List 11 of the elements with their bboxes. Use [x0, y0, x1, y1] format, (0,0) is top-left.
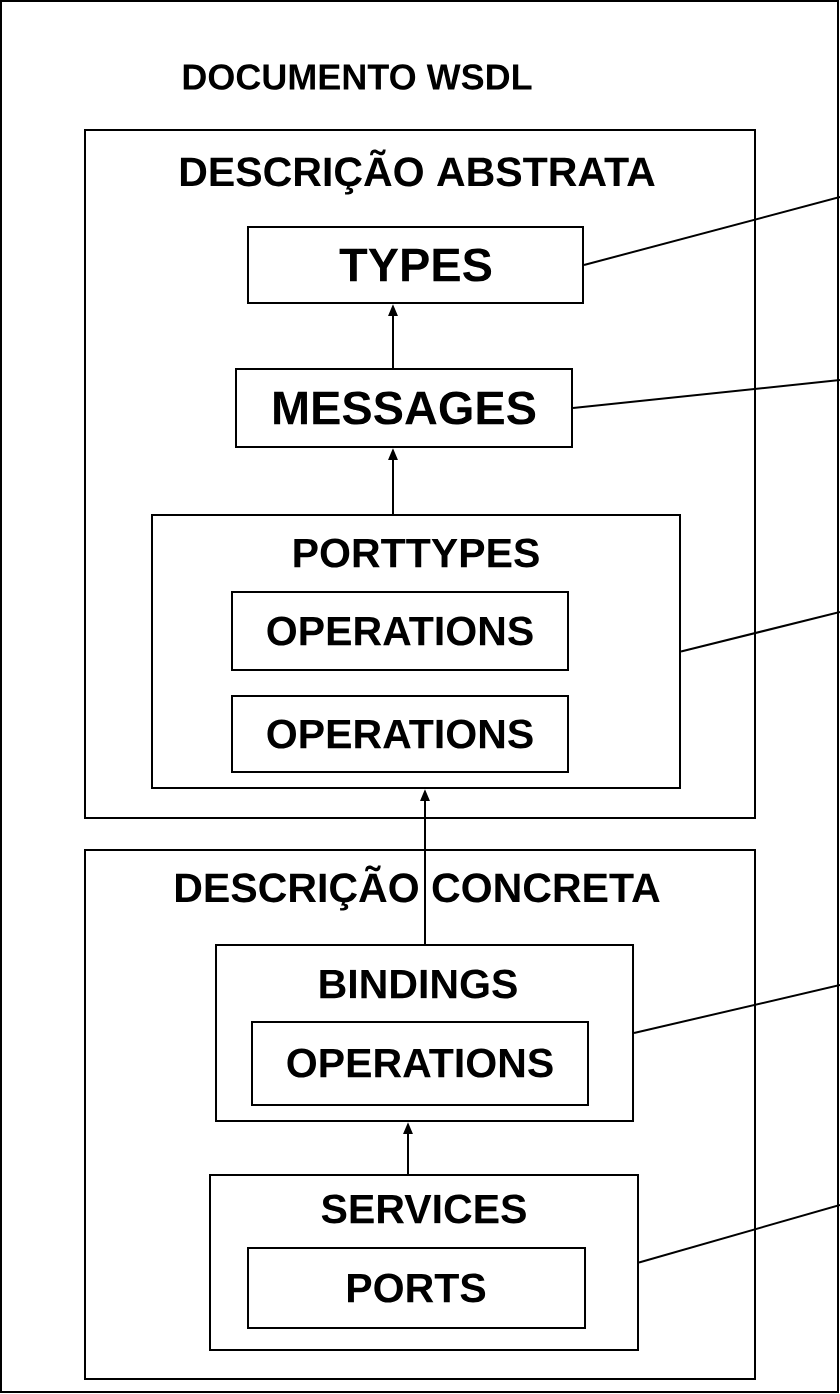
element-box: OPERATIONS	[231, 591, 569, 671]
element-box: OPERATIONS	[231, 695, 569, 773]
element-box: OPERATIONS	[251, 1021, 589, 1106]
element-box: PORTS	[247, 1247, 586, 1329]
leader-line	[638, 1204, 840, 1264]
leader-line	[583, 196, 840, 266]
leader-line	[680, 611, 840, 653]
leader-line	[572, 379, 840, 409]
leader-line	[633, 984, 840, 1034]
element-box: MESSAGES	[235, 368, 573, 448]
element-box: TYPES	[247, 226, 584, 304]
